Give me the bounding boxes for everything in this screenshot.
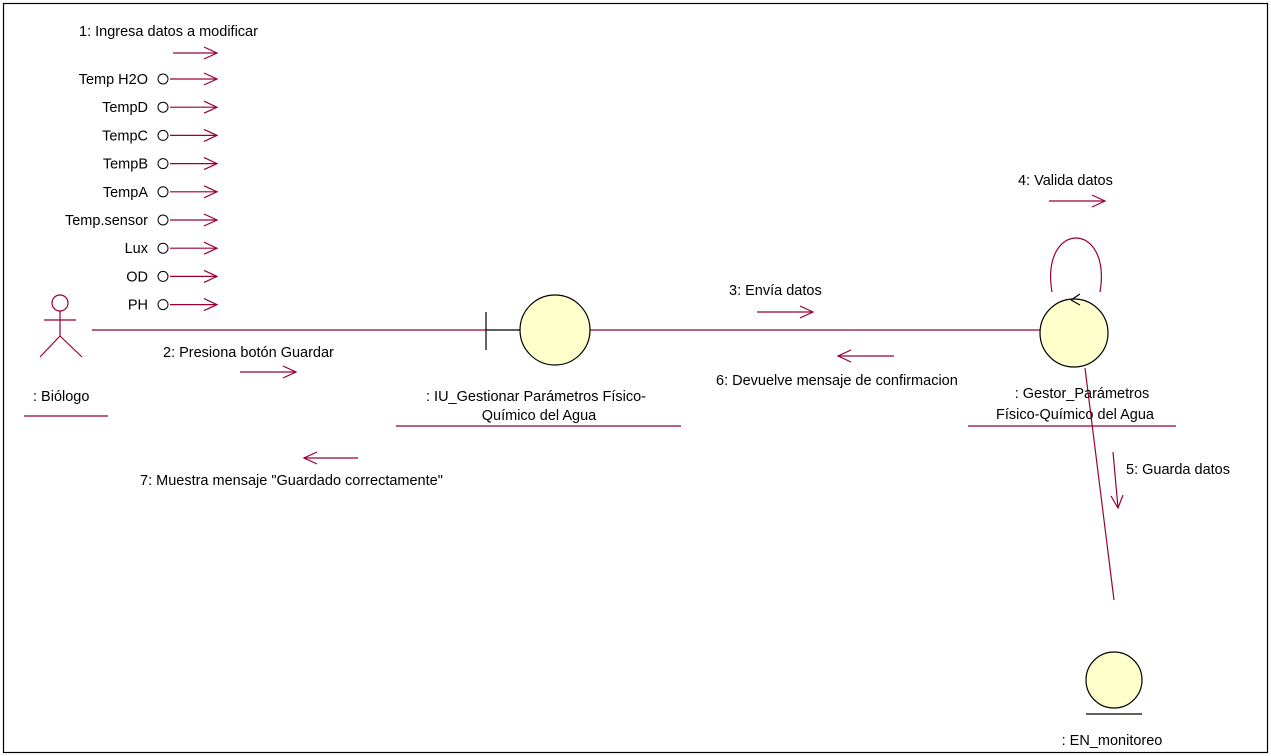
parameter-label: TempC bbox=[102, 128, 148, 144]
parameter-row: TempC bbox=[102, 128, 219, 144]
boundary-label-line2: Químico del Agua bbox=[482, 408, 597, 424]
boundary-icon bbox=[485, 294, 591, 366]
data-token-icon bbox=[157, 214, 169, 226]
message-2-label: 2: Presiona botón Guardar bbox=[163, 345, 334, 361]
control-icon bbox=[1039, 293, 1109, 368]
parameter-row: OD bbox=[126, 269, 219, 285]
data-token-icon bbox=[157, 186, 169, 198]
boundary-label-line1: : IU_Gestionar Parámetros Físico- bbox=[426, 389, 646, 405]
link-control-entity bbox=[1084, 367, 1115, 601]
parameter-arrow bbox=[170, 269, 219, 283]
message-2-arrow bbox=[240, 365, 298, 379]
parameter-arrow bbox=[170, 185, 219, 199]
actor-icon bbox=[39, 294, 83, 358]
parameter-arrow bbox=[170, 72, 219, 86]
message-1-arrow bbox=[173, 46, 219, 60]
control-object[interactable]: : Gestor_Parámetros Físico-Químico del A… bbox=[968, 293, 1176, 427]
parameter-label: TempB bbox=[103, 157, 148, 173]
message-6-label: 6: Devuelve mensaje de confirmacion bbox=[716, 373, 958, 389]
parameter-row: Lux bbox=[125, 241, 219, 257]
control-label-line2: Físico-Químico del Agua bbox=[996, 407, 1155, 423]
parameter-row: Temp H2O bbox=[79, 72, 219, 88]
self-loop-link bbox=[1050, 237, 1102, 293]
actor-label: : Biólogo bbox=[33, 389, 89, 405]
parameter-row: TempB bbox=[103, 157, 219, 173]
parameter-arrow bbox=[170, 157, 219, 171]
boundary-object[interactable]: : IU_Gestionar Parámetros Físico- Químic… bbox=[396, 294, 681, 427]
parameter-label: OD bbox=[126, 269, 148, 285]
message-7-arrow bbox=[302, 451, 358, 465]
entity-icon bbox=[1085, 651, 1143, 715]
message-3-label: 3: Envía datos bbox=[729, 283, 822, 299]
parameter-arrow bbox=[170, 128, 219, 142]
message-6-arrow bbox=[836, 349, 894, 363]
message-4-label: 4: Valida datos bbox=[1018, 173, 1113, 189]
data-token-icon bbox=[157, 242, 169, 254]
data-token-icon bbox=[157, 299, 169, 311]
parameter-list: Temp H2O TempD TempC TempB TempA Temp.sensorL… bbox=[65, 72, 219, 314]
parameter-arrow bbox=[170, 241, 219, 255]
data-token-icon bbox=[157, 101, 169, 113]
parameter-label: TempD bbox=[102, 100, 148, 116]
data-token-icon bbox=[157, 73, 169, 85]
parameter-row: TempD bbox=[102, 100, 219, 116]
parameter-arrow bbox=[170, 213, 219, 227]
parameter-row: Temp.sensor bbox=[65, 213, 219, 229]
parameter-label: TempA bbox=[103, 185, 148, 201]
parameter-label: PH bbox=[128, 298, 148, 314]
message-4-arrow bbox=[1049, 194, 1107, 208]
data-token-icon bbox=[157, 158, 169, 170]
parameter-label: Lux bbox=[125, 241, 149, 257]
message-5-label: 5: Guarda datos bbox=[1126, 462, 1230, 478]
parameter-row: PH bbox=[128, 298, 219, 314]
parameter-label: Temp H2O bbox=[79, 72, 148, 88]
entity-label: : EN_monitoreo bbox=[1062, 733, 1163, 749]
parameter-arrow bbox=[170, 298, 219, 312]
parameter-row: TempA bbox=[103, 185, 219, 201]
data-token-icon bbox=[157, 270, 169, 282]
control-label-line1: : Gestor_Parámetros bbox=[1015, 386, 1150, 402]
message-5-arrow bbox=[1110, 451, 1124, 510]
parameter-arrow bbox=[170, 100, 219, 114]
message-3-arrow bbox=[757, 305, 815, 319]
entity-object[interactable]: : EN_monitoreo bbox=[1052, 651, 1172, 756]
message-1-label: 1: Ingresa datos a modificar bbox=[79, 24, 258, 40]
actor-biologo[interactable]: : Biólogo bbox=[24, 294, 108, 417]
data-token-icon bbox=[157, 129, 169, 141]
parameter-label: Temp.sensor bbox=[65, 213, 148, 229]
message-7-label: 7: Muestra mensaje "Guardado correctamen… bbox=[140, 473, 443, 489]
